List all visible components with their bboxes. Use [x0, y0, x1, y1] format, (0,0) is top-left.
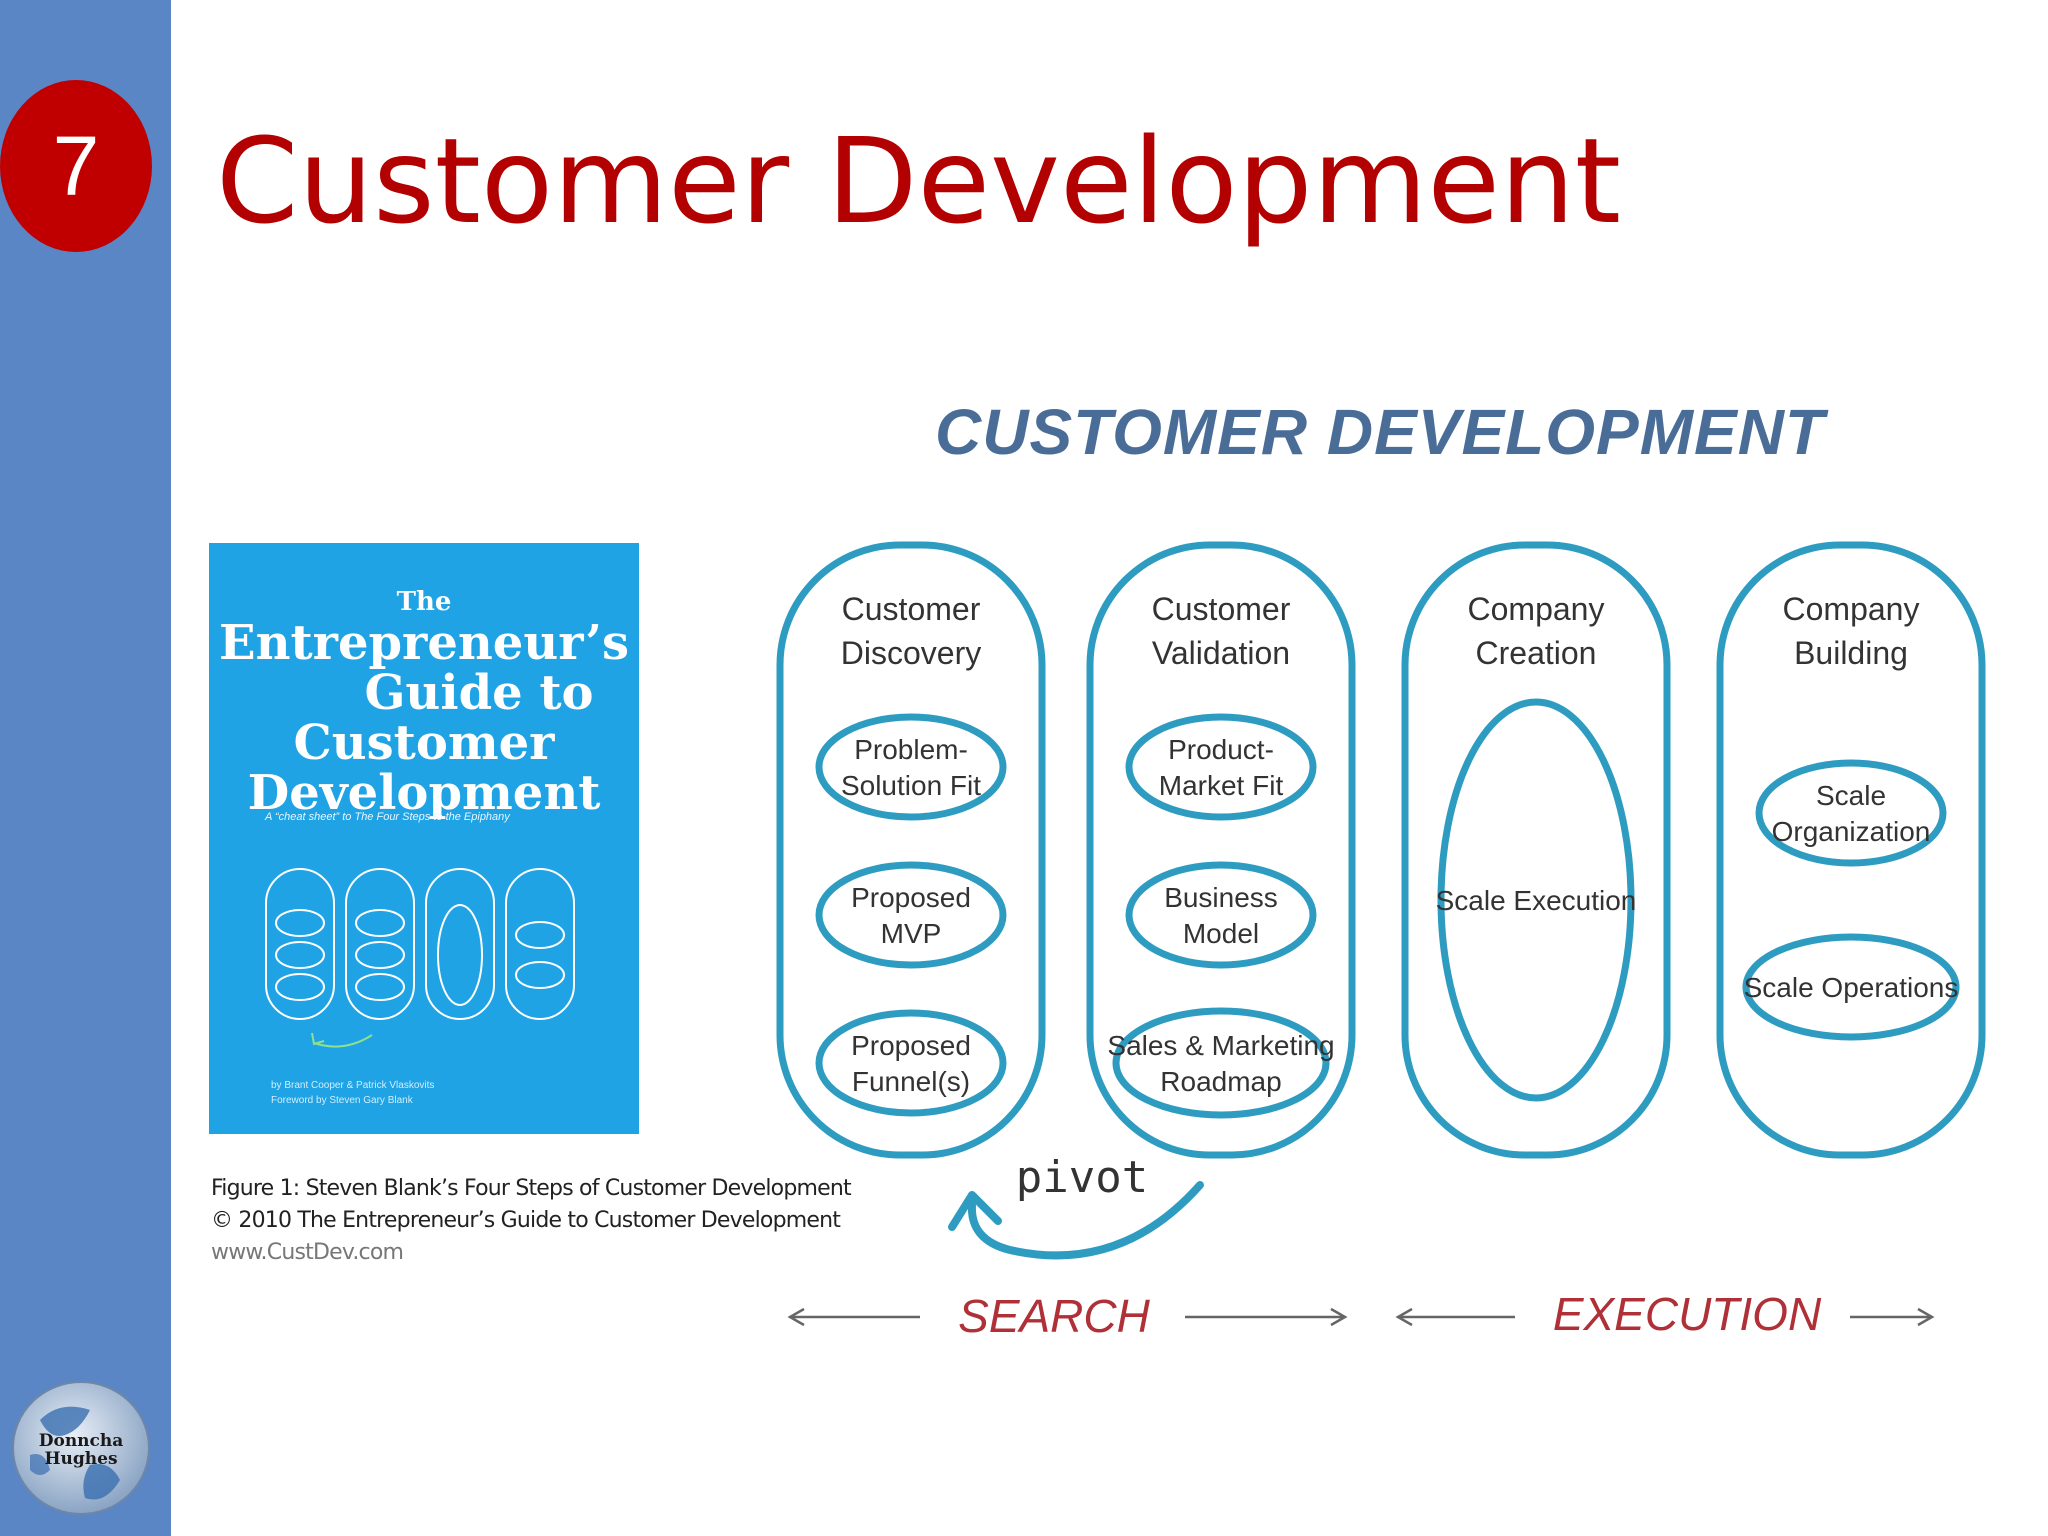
book-credits: by Brant Cooper & Patrick Vlaskovits For… — [271, 1078, 434, 1108]
stage-item-label: Scale — [1816, 780, 1886, 811]
stage-item-label: Organization — [1772, 816, 1931, 847]
stage-item-label: Sales & Marketing — [1107, 1030, 1334, 1061]
stage-name: Company — [1468, 591, 1605, 627]
book-title-line: Entrepreneur’s — [219, 615, 629, 671]
stage-item-label: Proposed — [851, 882, 971, 913]
slide-title: Customer Development — [216, 112, 1622, 250]
book-title: The Entrepreneur’s Guide to Customer Dev… — [209, 589, 639, 817]
stage-item-ellipse — [1125, 713, 1317, 821]
book-mini-diagram — [265, 868, 575, 1048]
stage-item-ellipse — [815, 713, 1007, 821]
logo-text-line1: Donncha — [39, 1431, 124, 1451]
diagram-title: CUSTOMER DEVELOPMENT — [935, 396, 1825, 468]
pivot-arrowhead — [948, 1191, 1002, 1231]
stage-name: Customer — [842, 591, 981, 627]
stage-name: Customer — [1152, 591, 1291, 627]
book-credit-line: Foreword by Steven Gary Blank — [271, 1095, 413, 1106]
logo-globe-icon: Donncha Hughes — [12, 1381, 150, 1515]
stage-item-label: Proposed — [851, 1030, 971, 1061]
pivot-label: pivot — [1016, 1152, 1148, 1203]
book-title-line: Development — [247, 765, 601, 821]
stage-item-label: Roadmap — [1160, 1066, 1281, 1097]
sidebar-bar — [0, 0, 171, 1536]
stage-name: Validation — [1152, 635, 1290, 671]
book-credit-line: by Brant Cooper & Patrick Vlaskovits — [271, 1080, 435, 1091]
stage-item-label: Solution Fit — [841, 770, 981, 801]
execution-arrow-left-head — [1395, 1307, 1413, 1327]
stage-item-label: Funnel(s) — [852, 1066, 970, 1097]
stage-item-ellipse — [1125, 861, 1317, 969]
search-label: SEARCH — [958, 1290, 1150, 1342]
stage-item-label: Market Fit — [1159, 770, 1284, 801]
stage-item-ellipse — [815, 861, 1007, 969]
stage-item-label: Product- — [1168, 734, 1274, 765]
figure-caption: Figure 1: Steven Blank’s Four Steps of C… — [211, 1173, 852, 1269]
caption-url: www.CustDev.com — [211, 1240, 404, 1265]
stage-name: Discovery — [841, 635, 981, 671]
stage-pill — [776, 541, 1046, 1159]
stage-pill — [1716, 541, 1986, 1159]
stage-item-label: Model — [1183, 918, 1259, 949]
pivot-arrow — [967, 1181, 1204, 1260]
caption-line: © 2010 The Entrepreneur’s Guide to Custo… — [211, 1208, 841, 1233]
stage-pill — [1086, 541, 1356, 1159]
execution-arrow-right-head — [1917, 1307, 1935, 1327]
stage-item-ellipse — [1755, 759, 1947, 867]
stage-item-label: Scale Operations — [1744, 972, 1959, 1003]
book-title-line: Guide to — [364, 665, 594, 721]
stage-item-ellipse — [815, 1009, 1007, 1117]
stage-name: Building — [1794, 635, 1908, 671]
stage-item-ellipse — [1742, 933, 1960, 1041]
caption-line: Figure 1: Steven Blank’s Four Steps of C… — [211, 1176, 852, 1201]
logo-text-line2: Hughes — [44, 1449, 117, 1469]
stage-item-label: Problem- — [854, 734, 968, 765]
book-cover: The Entrepreneur’s Guide to Customer Dev… — [209, 543, 639, 1134]
stage-pill — [1401, 541, 1671, 1159]
stage-item-label: Business — [1164, 882, 1278, 913]
search-arrow-right-head — [1330, 1307, 1348, 1327]
book-title-line: Customer — [293, 715, 555, 771]
stage-name: Company — [1783, 591, 1920, 627]
book-subtitle: A “cheat sheet” to The Four Steps to the… — [265, 811, 510, 823]
stage-name: Creation — [1476, 635, 1597, 671]
book-title-the: The — [396, 587, 452, 617]
search-arrow-left-head — [787, 1307, 805, 1327]
stage-item-label: MVP — [881, 918, 942, 949]
execution-label: EXECUTION — [1553, 1288, 1822, 1340]
slide-number-badge: 7 — [0, 80, 152, 252]
stage-item-ellipse — [1112, 1007, 1330, 1119]
stage-item-ellipse — [1437, 698, 1635, 1102]
stage-item-label: Scale Execution — [1436, 885, 1637, 916]
